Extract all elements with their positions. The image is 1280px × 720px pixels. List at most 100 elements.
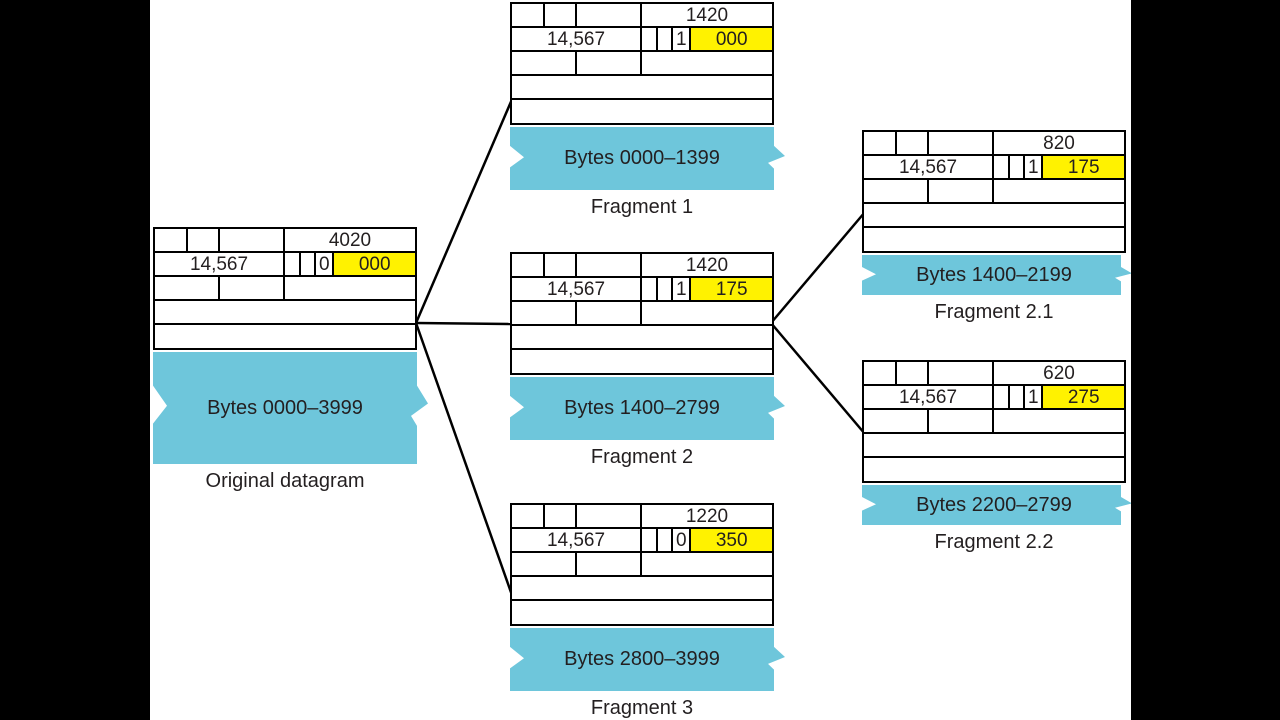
header-cell <box>577 505 642 527</box>
header-row-1: 4020 <box>155 229 415 253</box>
header-cell <box>994 180 1124 202</box>
ip-header-table: 1220 14,567 0 350 <box>510 503 774 626</box>
total-length-cell: 620 <box>1043 362 1075 384</box>
header-cell <box>512 553 577 575</box>
flag-cell <box>658 529 674 551</box>
header-row-4 <box>512 326 772 350</box>
total-length-cell: 820 <box>1043 132 1075 154</box>
ip-header-table: 820 14,567 1 175 <box>862 130 1126 253</box>
header-cell <box>512 52 577 74</box>
more-fragment-flag-cell: 1 <box>673 278 692 300</box>
datagram-fragment-1: 1420 14,567 1 000 Bytes 0000–1399 Fragme… <box>510 2 774 219</box>
fragment-offset-cell: 175 <box>691 278 772 300</box>
header-cell <box>642 302 772 324</box>
right-letterbox-bar <box>1131 0 1280 720</box>
header-cell <box>929 180 994 202</box>
identification-cell: 14,567 <box>155 253 285 275</box>
header-row-3 <box>155 277 415 301</box>
header-cell <box>285 277 415 299</box>
connector-fragment2-to-fragment2-1 <box>770 211 866 324</box>
header-row-2: 14,567 0 000 <box>155 253 415 277</box>
header-row-1: 620 <box>864 362 1124 386</box>
datagram-caption: Fragment 1 <box>590 196 694 218</box>
more-fragment-flag-cell: 1 <box>673 28 692 50</box>
payload-byte-range: Bytes 1400–2799 <box>564 397 720 419</box>
header-row-5 <box>864 228 1124 251</box>
header-row-5 <box>864 458 1124 481</box>
payload-band: Bytes 2800–3999 <box>510 628 785 691</box>
header-row-3 <box>512 302 772 326</box>
header-row-5 <box>512 100 772 123</box>
header-row-4 <box>512 76 772 100</box>
header-row-1: 1420 <box>512 254 772 278</box>
header-cell <box>220 229 285 251</box>
header-cell <box>642 52 772 74</box>
header-row-5 <box>512 350 772 373</box>
datagram-original: 4020 14,567 0 000 Bytes 0000–3999 Origin… <box>153 227 417 493</box>
header-cell <box>155 229 188 251</box>
payload-band: Bytes 1400–2199 <box>862 255 1132 295</box>
header-cell <box>994 410 1124 432</box>
header-cell <box>929 410 994 432</box>
datagram-caption: Original datagram <box>205 470 365 492</box>
header-row-3 <box>864 410 1124 434</box>
datagram-fragment-2-2: 620 14,567 1 275 Bytes 2200–2799 Fragmen… <box>862 360 1126 554</box>
payload-byte-range: Bytes 2800–3999 <box>564 648 720 670</box>
total-length-cell: 1220 <box>685 505 729 527</box>
datagram-caption: Fragment 2.1 <box>934 301 1054 323</box>
fragment-offset-cell: 000 <box>334 253 415 275</box>
header-cell <box>929 362 994 384</box>
header-row-5 <box>512 601 772 624</box>
fragment-offset-cell: 275 <box>1043 386 1124 408</box>
identification-cell: 14,567 <box>864 386 994 408</box>
payload-band: Bytes 0000–1399 <box>510 127 785 190</box>
datagram-fragment-3: 1220 14,567 0 350 Bytes 2800–3999 Fragme… <box>510 503 774 720</box>
more-fragment-flag-cell: 0 <box>316 253 335 275</box>
ip-header-table: 620 14,567 1 275 <box>862 360 1126 483</box>
flag-cell <box>1010 156 1026 178</box>
connector-fragment2-to-fragment2-2 <box>770 322 866 435</box>
total-length-cell: 4020 <box>328 229 372 251</box>
flag-cell <box>994 386 1010 408</box>
flag-cell <box>994 156 1010 178</box>
header-cell <box>545 254 577 276</box>
header-cell <box>220 277 285 299</box>
connector-original-to-fragment1 <box>414 96 515 324</box>
header-cell <box>155 277 220 299</box>
header-cell <box>864 132 897 154</box>
header-cell <box>545 4 577 26</box>
payload-byte-range: Bytes 0000–1399 <box>564 147 720 169</box>
header-row-1: 1220 <box>512 505 772 529</box>
datagram-caption: Fragment 3 <box>590 697 694 719</box>
header-row-4 <box>155 301 415 325</box>
payload-band: Bytes 0000–3999 <box>153 352 428 464</box>
identification-cell: 14,567 <box>512 529 642 551</box>
header-row-1: 1420 <box>512 4 772 28</box>
payload-byte-range: Bytes 1400–2199 <box>916 263 1072 286</box>
header-row-3 <box>512 553 772 577</box>
header-row-4 <box>864 434 1124 458</box>
payload-byte-range: Bytes 0000–3999 <box>207 396 363 419</box>
flag-cell <box>301 253 317 275</box>
header-row-4 <box>512 577 772 601</box>
header-cell <box>512 505 545 527</box>
header-cell <box>545 505 577 527</box>
header-row-2: 14,567 1 175 <box>512 278 772 302</box>
header-cell <box>577 52 642 74</box>
header-row-2: 14,567 0 350 <box>512 529 772 553</box>
connector-original-to-fragment2 <box>415 321 514 326</box>
datagram-caption: Fragment 2 <box>590 446 694 468</box>
more-fragment-flag-cell: 1 <box>1025 386 1044 408</box>
header-cell <box>577 4 642 26</box>
total-length-cell: 1420 <box>685 4 729 26</box>
fragment-offset-cell: 350 <box>691 529 772 551</box>
datagram-fragment-2-1: 820 14,567 1 175 Bytes 1400–2199 Fragmen… <box>862 130 1126 324</box>
header-cell <box>512 302 577 324</box>
flag-cell <box>642 278 658 300</box>
flag-cell <box>1010 386 1026 408</box>
identification-cell: 14,567 <box>512 28 642 50</box>
header-cell <box>929 132 994 154</box>
left-letterbox-bar <box>0 0 150 720</box>
fragment-offset-cell: 175 <box>1043 156 1124 178</box>
